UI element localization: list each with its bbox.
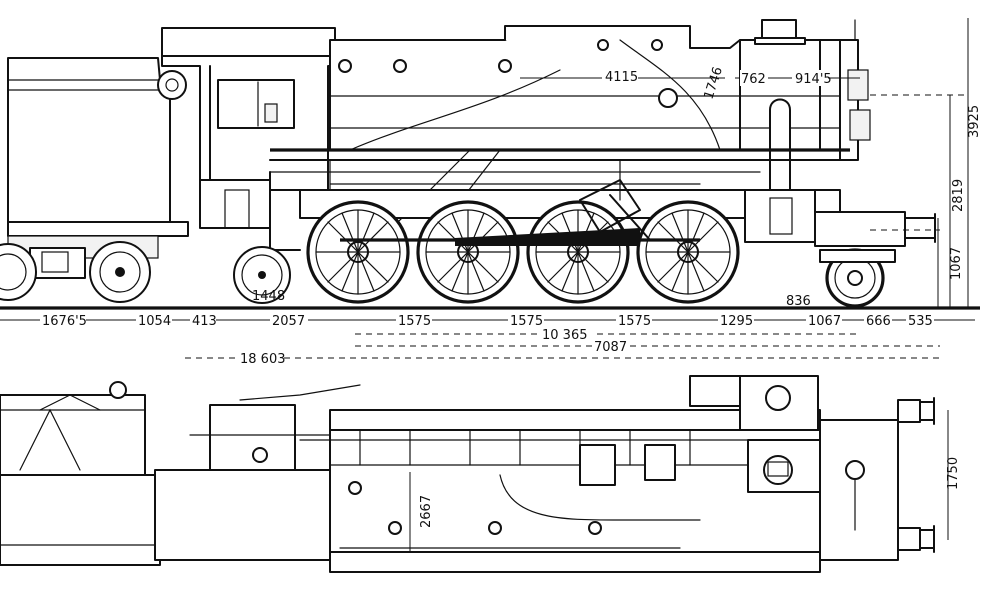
boiler bbox=[329, 19, 871, 191]
dim-chimney-offset-1: 762 bbox=[741, 72, 766, 87]
driving-wheel-2 bbox=[416, 200, 520, 304]
cab-plan bbox=[154, 384, 361, 561]
boiler-dimensions: 4115 1746 762 914'5 bbox=[520, 65, 860, 101]
buffer-upper bbox=[897, 399, 921, 423]
dim-coupled-to-bogie: 1295 bbox=[720, 314, 753, 329]
dim-frame-width: 2667 bbox=[419, 495, 434, 528]
tender-plan bbox=[0, 381, 161, 566]
bogie-wheel bbox=[819, 248, 896, 308]
wheelbase-dimensions: 1676'5 1054 413 2057 1575 1575 1575 1295… bbox=[0, 312, 975, 329]
overall-dimensions: 10 365 7087 18 603 bbox=[185, 326, 940, 367]
dim-bogie-to-buffer: 666 bbox=[866, 314, 891, 329]
trailing-wheel bbox=[233, 246, 291, 304]
dim-coupling-gap: 413 bbox=[192, 314, 217, 329]
dim-buffer-height: 1067 bbox=[949, 247, 964, 280]
cylinders-plan bbox=[689, 375, 821, 493]
tender bbox=[0, 57, 189, 303]
driving-wheel-4 bbox=[636, 200, 740, 304]
dim-boiler-centre-height: 2819 bbox=[951, 179, 966, 212]
vertical-reference-lines bbox=[870, 18, 969, 308]
dim-chimney-offset-2: 914'5 bbox=[795, 72, 832, 87]
dim-overall-height: 3925 bbox=[967, 105, 982, 138]
dim-bogie-wheelbase: 1067 bbox=[808, 314, 841, 329]
dim-total-wheelbase: 10 365 bbox=[542, 328, 588, 343]
dim-bogie-wheel-diameter: 836 bbox=[786, 294, 811, 309]
driving-wheel-1 bbox=[306, 200, 410, 304]
plan-dimensions: 1750 2667 bbox=[409, 410, 961, 552]
driving-wheels bbox=[306, 200, 740, 304]
dim-trailing-wheel-diameter: 1448 bbox=[252, 289, 285, 304]
dim-total-length: 18 603 bbox=[240, 352, 286, 367]
dim-tender-gap: 1054 bbox=[138, 314, 171, 329]
driving-wheel-3 bbox=[526, 200, 630, 304]
cab-window bbox=[217, 79, 295, 129]
dim-trailing-spacing: 2057 bbox=[272, 314, 305, 329]
dim-coupled-spacing-1: 1575 bbox=[398, 314, 431, 329]
plan-view: 1750 2667 bbox=[0, 375, 961, 573]
side-elevation: 3925 2819 1067 4115 1746 762 914'5 1448 … bbox=[0, 18, 982, 367]
dim-buffer-spacing: 1750 bbox=[946, 457, 961, 490]
dim-buffer-overhang: 535 bbox=[908, 314, 933, 329]
dim-boiler-length: 4115 bbox=[605, 70, 638, 85]
chimney bbox=[761, 19, 797, 39]
dim-tender-wheelbase: 1676'5 bbox=[42, 314, 87, 329]
coupling-rods bbox=[340, 159, 700, 246]
vertical-dimensions: 3925 2819 1067 bbox=[949, 105, 982, 280]
dim-rear-segment: 7087 bbox=[594, 340, 627, 355]
dim-coupled-spacing-2: 1575 bbox=[510, 314, 543, 329]
dim-coupled-spacing-3: 1575 bbox=[618, 314, 651, 329]
buffer-lower bbox=[897, 527, 921, 551]
frame-plan bbox=[299, 409, 821, 573]
running-board bbox=[269, 148, 851, 251]
front-end-plan bbox=[819, 397, 935, 561]
front-buffer bbox=[904, 217, 936, 239]
